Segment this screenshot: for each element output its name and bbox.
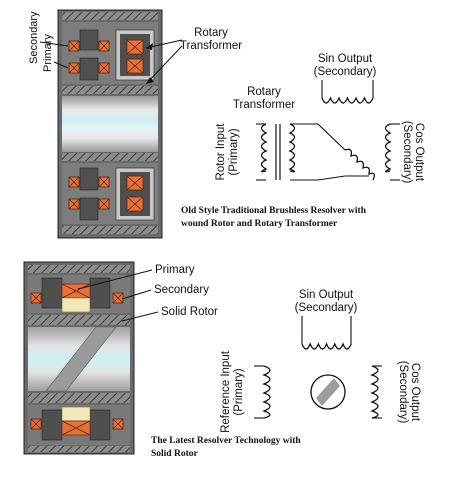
top-cos-output-1: Cos Output xyxy=(413,123,425,182)
top-caption-2: wound Rotor and Rotary Transformer xyxy=(181,219,338,229)
leader-secondary-bottom xyxy=(121,289,152,300)
leader-secondary-top xyxy=(39,41,69,47)
bottom-cos-output-2: (Secondary) xyxy=(397,361,409,424)
solid-rotor-resolver-cross-section xyxy=(23,261,135,455)
top-rotor-input-2: (Primary) xyxy=(228,128,240,175)
leader-primary-top xyxy=(53,61,69,69)
label-secondary-top: Secondary xyxy=(28,11,40,64)
label-primary-bottom: Primary xyxy=(155,264,195,276)
bottom-reference-input-2: (Primary) xyxy=(233,368,245,415)
solid-rotor-resolver-schematic: Sin Output (Secondary) Reference Input (… xyxy=(220,289,421,433)
label-rotary-transformer-1: Rotary xyxy=(194,27,228,39)
bottom-cos-output-1: Cos Output xyxy=(409,363,421,422)
bottom-caption-1: The Latest Resolver Technology with xyxy=(151,436,301,446)
bottom-caption-2: Solid Rotor xyxy=(151,449,198,459)
bottom-sin-output-1: Sin Output xyxy=(299,289,354,301)
top-rotor-input-1: Rotor Input xyxy=(215,123,227,181)
bottom-sin-output-2: (Secondary) xyxy=(295,302,358,314)
top-rotary-transformer-2: Transformer xyxy=(233,99,295,111)
top-sin-output-2: (Secondary) xyxy=(314,66,377,78)
top-cos-output-2: (Secondary) xyxy=(401,121,413,184)
top-sin-output-1: Sin Output xyxy=(318,53,373,65)
leader-solid-rotor xyxy=(121,311,159,322)
leader-rotary-2 xyxy=(145,45,183,85)
label-rotary-transformer-2: Transformer xyxy=(180,40,242,52)
leader-primary-bottom xyxy=(77,269,153,290)
label-primary-top: Primary xyxy=(42,34,54,72)
bottom-reference-input-1: Reference Input xyxy=(220,350,232,433)
traditional-resolver-cross-section xyxy=(57,9,163,239)
label-secondary-bottom: Secondary xyxy=(154,284,209,296)
top-caption-1: Old Style Traditional Brushless Resolver… xyxy=(181,206,367,216)
label-solid-rotor: Solid Rotor xyxy=(161,306,218,318)
traditional-resolver-schematic: Sin Output (Secondary) Rotary Transforme… xyxy=(215,53,425,183)
top-rotary-transformer-1: Rotary xyxy=(247,86,281,98)
